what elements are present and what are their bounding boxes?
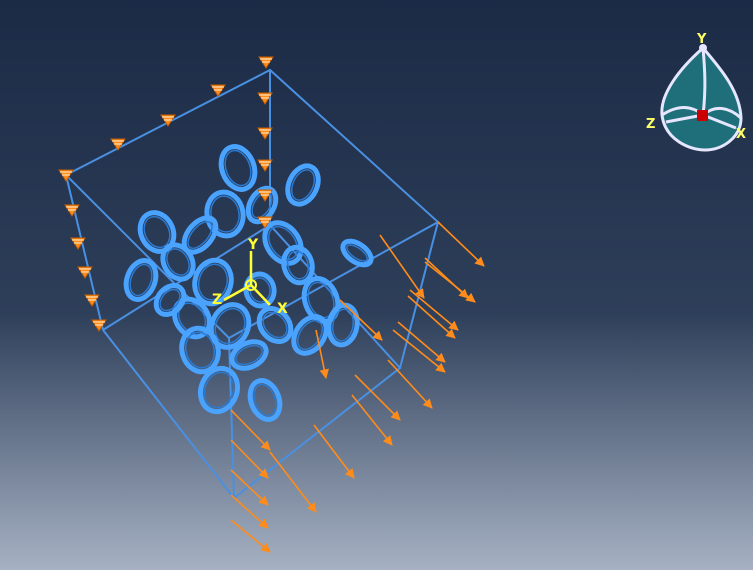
fiber-ring[interactable] [257, 216, 308, 270]
triad-z-label: Z [646, 117, 655, 132]
boundary-condition-marker-icon[interactable] [77, 266, 93, 279]
triad-y-tip [699, 44, 707, 52]
boundary-condition-marker-icon[interactable] [64, 204, 80, 217]
boundary-condition-marker-icon[interactable] [84, 294, 100, 307]
box-edge [65, 174, 104, 331]
boundary-condition-marker-icon[interactable] [160, 114, 176, 127]
pressure-load-arrow-icon[interactable] [397, 321, 446, 363]
triad-dome [660, 45, 743, 152]
pressure-load-arrow-icon[interactable] [407, 295, 456, 339]
boundary-condition-marker-icon[interactable] [257, 92, 273, 105]
fiber-ring[interactable] [245, 376, 285, 423]
boundary-condition-marker-icon[interactable] [210, 84, 226, 97]
csys-origin [245, 279, 257, 291]
boundary-condition-marker-icon[interactable] [70, 237, 86, 250]
boundary-condition-marker-icon[interactable] [257, 189, 273, 202]
fiber-ring[interactable] [253, 302, 298, 348]
fiber-ring[interactable] [204, 298, 255, 353]
fiber-rings-cluster[interactable] [121, 142, 375, 424]
csys-y-label: Y [247, 237, 259, 253]
pressure-load-arrow-icon[interactable] [230, 439, 269, 479]
pressure-load-arrow-icon[interactable] [379, 234, 425, 299]
pressure-load-arrow-icon[interactable] [424, 261, 476, 303]
pressure-load-arrow-icon[interactable] [230, 409, 271, 451]
fiber-ring[interactable] [339, 236, 376, 269]
fiber-ring[interactable] [177, 324, 223, 376]
boundary-condition-marker-icon[interactable] [257, 159, 273, 172]
triad-x-axis [702, 113, 737, 130]
pressure-load-arrow-icon[interactable] [339, 299, 383, 341]
pressure-load-arrow-icon[interactable] [269, 451, 317, 513]
pressure-load-arrow-icon[interactable] [354, 374, 401, 421]
fiber-ring[interactable] [190, 256, 236, 308]
boundary-condition-marker-icon[interactable] [58, 169, 74, 182]
triad-y-label: Y [696, 32, 707, 47]
fiber-ring[interactable] [280, 244, 316, 286]
boundary-condition-marker-icon[interactable] [258, 56, 274, 69]
fiber-ring[interactable] [151, 280, 190, 320]
pressure-load-arrow-icon[interactable] [387, 359, 433, 409]
fiber-ring[interactable] [282, 161, 324, 209]
boundary-condition-marker-icon[interactable] [257, 216, 273, 229]
fiber-ring[interactable] [243, 271, 277, 309]
pressure-load-arrow-icon[interactable] [351, 394, 393, 446]
boundary-condition-marker-icon[interactable] [110, 138, 126, 151]
fiber-ring[interactable] [121, 256, 161, 303]
triad-origin [697, 110, 708, 121]
triad-z-axis [665, 113, 704, 124]
fiber-ring[interactable] [195, 363, 244, 417]
pressure-load-arrow-icon[interactable] [315, 329, 329, 379]
fiber-ring[interactable] [215, 142, 260, 194]
boundary-condition-marker-icon[interactable] [257, 127, 273, 140]
triad-x-label: X [736, 127, 746, 142]
pressure-load-arrow-icon[interactable] [230, 469, 269, 506]
fiber-ring[interactable] [228, 337, 271, 374]
csys-x-label: X [277, 301, 288, 317]
pressure-load-arrow-icon[interactable] [392, 329, 446, 373]
pressure-load-arrow-icon[interactable] [230, 494, 269, 529]
view-orientation-triad-icon[interactable]: Y X Z [646, 32, 746, 152]
model-csys: Y X Z [212, 237, 288, 317]
pressure-load-arrow-icon[interactable] [230, 519, 271, 553]
fiber-ring[interactable] [157, 239, 199, 284]
load-arrows[interactable] [230, 221, 485, 553]
csys-z-label: Z [212, 292, 222, 308]
pressure-load-arrow-icon[interactable] [437, 221, 485, 267]
triad-meridian [701, 47, 707, 116]
pressure-load-arrow-icon[interactable] [313, 424, 355, 479]
boundary-condition-marker-icon[interactable] [91, 319, 107, 332]
boundary-conditions[interactable] [58, 56, 274, 332]
